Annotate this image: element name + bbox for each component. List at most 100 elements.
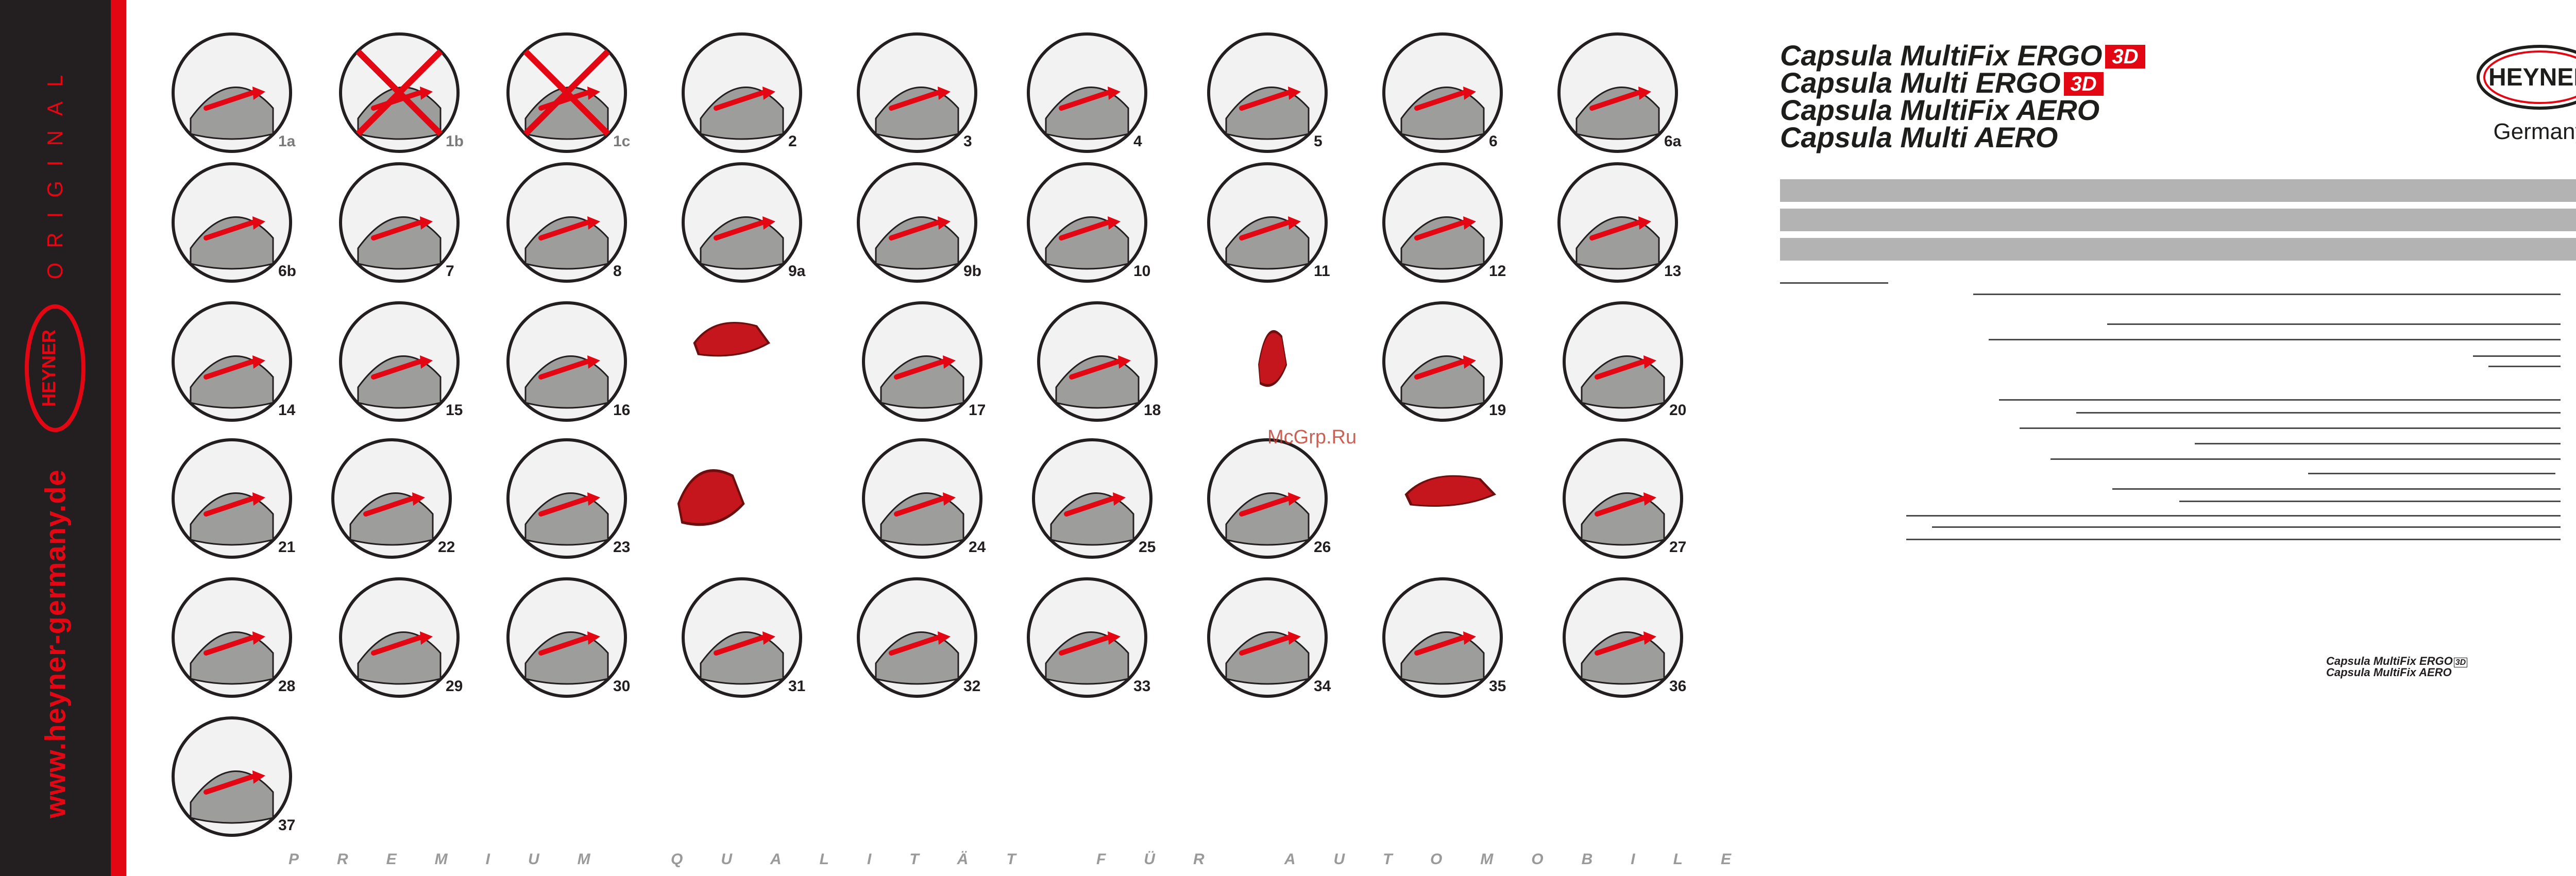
text-rule	[1906, 515, 2561, 517]
step-label: 1b	[446, 133, 464, 150]
step-label: 15	[446, 402, 463, 419]
red-part-illustration	[1258, 330, 1287, 387]
step-label: 32	[963, 678, 981, 695]
text-rule	[2488, 366, 2561, 367]
step-label: 35	[1489, 678, 1506, 695]
sidebar	[0, 0, 111, 876]
text-rule	[1973, 294, 2561, 295]
step-label: 9b	[963, 263, 982, 280]
step-19-illustration	[1382, 301, 1503, 422]
red-part-illustration	[693, 322, 770, 357]
website-link[interactable]: www.heyner-germany.de	[39, 469, 72, 818]
step-label: 31	[788, 678, 806, 695]
step-label: 2	[788, 133, 797, 150]
step-25-illustration	[1032, 438, 1153, 559]
text-rule	[2112, 488, 2561, 490]
step-24-illustration	[862, 438, 982, 559]
step-18-illustration	[1037, 301, 1158, 422]
text-rule	[2076, 412, 2561, 414]
step-label: 27	[1669, 539, 1687, 556]
step-label: 16	[613, 402, 631, 419]
step-11-illustration	[1207, 162, 1328, 283]
step-label: 13	[1664, 263, 1682, 280]
step-4-illustration	[1027, 32, 1147, 153]
text-rule	[2107, 323, 2561, 325]
step-label: 10	[1133, 263, 1151, 280]
step-22-illustration	[331, 438, 452, 559]
step-26-illustration	[1207, 438, 1328, 559]
text-rule	[1780, 282, 1888, 284]
step-20-illustration	[1563, 301, 1683, 422]
step-8-illustration	[506, 162, 627, 283]
step-label: 28	[278, 678, 296, 695]
step-label: 36	[1669, 678, 1687, 695]
text-rule	[1989, 339, 2561, 340]
step-label: 25	[1139, 539, 1156, 556]
step-label: 23	[613, 539, 631, 556]
step-9b-illustration	[857, 162, 977, 283]
footer-tagline: PREMIUM QUALITÄT FÜR AUTOMOBILE	[289, 851, 1769, 868]
small-title-2: Capsula MultiFix AERO	[2326, 666, 2452, 679]
logo-country: Germany	[2494, 119, 2576, 144]
step-9a-illustration	[682, 162, 802, 283]
step-7-illustration	[339, 162, 460, 283]
grey-bar-3	[1780, 238, 2576, 261]
step-5-illustration	[1207, 32, 1328, 153]
step-35-illustration	[1382, 577, 1503, 698]
step-label: 6a	[1664, 133, 1682, 150]
step-label: 26	[1314, 539, 1331, 556]
heyner-side-logo: HEYNER	[25, 304, 86, 432]
step-37-illustration	[172, 716, 292, 837]
original-label: ORIGINAL	[43, 60, 67, 280]
title-1-text: Capsula MultiFix ERGO	[1780, 39, 2103, 72]
step-label: 12	[1489, 263, 1506, 280]
title-4: Capsula Multi AERO	[1780, 121, 2058, 153]
text-rule	[1999, 399, 2561, 401]
text-rule	[1906, 539, 2561, 540]
step-27-illustration	[1563, 438, 1683, 559]
step-1b-illustration	[339, 32, 460, 153]
heyner-logo: HEYNER Germany	[2477, 45, 2576, 144]
step-3-illustration	[857, 32, 977, 153]
step-label: 33	[1133, 678, 1151, 695]
step-33-illustration	[1027, 577, 1147, 698]
step-label: 30	[613, 678, 631, 695]
text-rule	[2308, 473, 2555, 474]
step-13-illustration	[1557, 162, 1678, 283]
step-12-illustration	[1382, 162, 1503, 283]
step-label: 22	[438, 539, 455, 556]
grey-bar-1	[1780, 179, 2576, 202]
step-label: 1c	[613, 133, 631, 150]
text-rule	[2473, 355, 2561, 357]
step-label: 4	[1133, 133, 1142, 150]
step-label: 6b	[278, 263, 297, 280]
title-2-text: Capsula Multi ERGO	[1780, 66, 2061, 99]
step-10-illustration	[1027, 162, 1147, 283]
red-part-illustration	[677, 469, 745, 526]
step-21-illustration	[172, 438, 292, 559]
side-logo-text: HEYNER	[38, 330, 59, 407]
text-rule	[1932, 526, 2561, 528]
step-16-illustration	[506, 301, 627, 422]
title-1-badge: 3D	[2105, 45, 2145, 68]
step-label: 24	[969, 539, 986, 556]
text-rule	[2195, 443, 2561, 444]
red-stripe	[111, 0, 126, 876]
logo-brand: HEYNER	[2488, 64, 2576, 91]
step-label: 7	[446, 263, 454, 280]
step-23-illustration	[506, 438, 627, 559]
step-label: 1a	[278, 133, 296, 150]
step-15-illustration	[339, 301, 460, 422]
small-title-1-badge: 3D	[2453, 658, 2468, 667]
watermark: McGrp.Ru	[1267, 426, 1357, 448]
step-label: 3	[963, 133, 972, 150]
step-2-illustration	[682, 32, 802, 153]
step-label: 18	[1144, 402, 1161, 419]
small-title-1-text: Capsula MultiFix ERGO	[2326, 655, 2453, 667]
step-30-illustration	[506, 577, 627, 698]
text-rule	[2179, 501, 2561, 502]
title-3: Capsula MultiFix AERO	[1780, 94, 2100, 126]
step-label: 11	[1314, 263, 1330, 280]
